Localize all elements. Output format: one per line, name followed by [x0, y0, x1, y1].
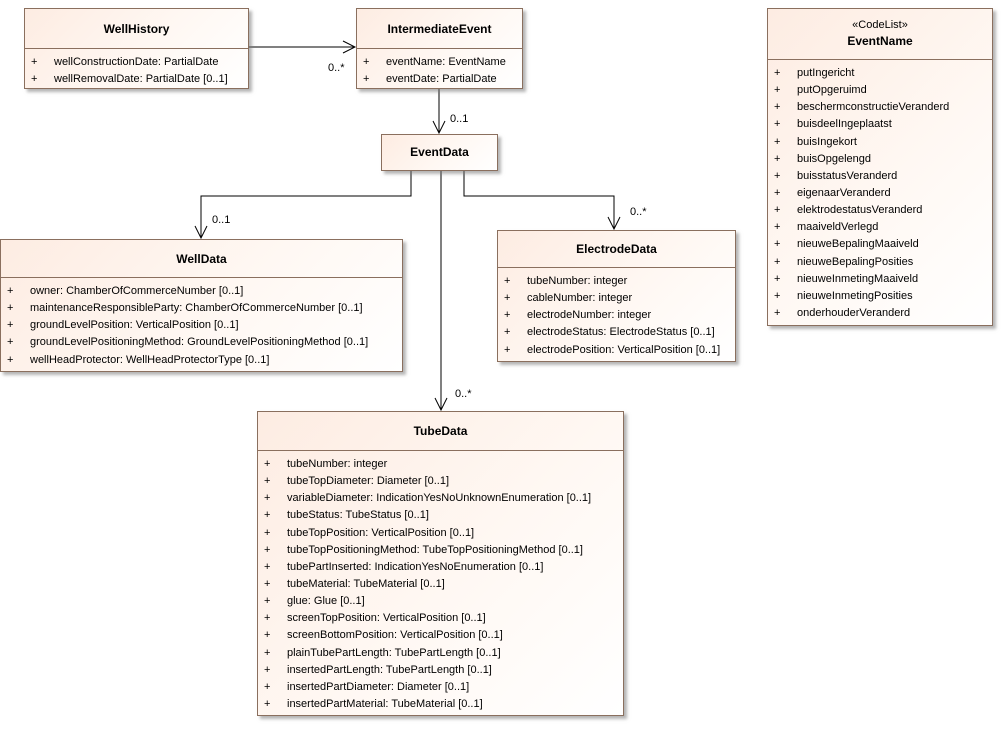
class-welldata[interactable]: WellData +owner: ChamberOfCommerceNumber…	[0, 239, 403, 372]
literal-row: +nieuweInmetingPosities	[774, 289, 913, 302]
class-name: TubeData	[258, 412, 623, 451]
multiplicity-eventdata-tubedata: 0..*	[455, 388, 472, 400]
literal-row: +putIngericht	[774, 67, 855, 79]
class-name: ElectrodeData	[498, 231, 735, 268]
attribute-row: +plainTubePartLength: TubePartLength [0.…	[264, 646, 501, 659]
class-intermediateevent[interactable]: IntermediateEvent +eventName: EventName …	[356, 8, 523, 89]
class-eventname[interactable]: «CodeList» EventName +putIngericht +putO…	[767, 8, 993, 326]
assoc-eventdata-electrodedata	[463, 170, 615, 229]
attribute-row: +groundLevelPosition: VerticalPosition […	[7, 319, 239, 332]
attribute-row: +variableDiameter: IndicationYesNoUnknow…	[264, 492, 592, 505]
class-name: WellData	[1, 240, 402, 278]
literal-row: +buisIngekort	[774, 135, 857, 148]
attribute-row: +electrodeStatus: ElectrodeStatus [0..1]	[504, 326, 715, 339]
literal-row: +nieuweBepalingPosities	[774, 255, 914, 268]
class-name: EventData	[410, 145, 469, 159]
attribute-row: +wellRemovalDate: PartialDate [0..1]	[31, 73, 228, 86]
attribute-row: +tubeTopDiameter: Diameter [0..1]	[264, 475, 450, 488]
literal-row: +buisstatusVeranderd	[774, 169, 898, 182]
arrowhead-eventdata-tubedata	[434, 397, 448, 412]
attribute-list: +putIngericht +putOpgeruimd +beschermcon…	[768, 60, 992, 326]
attribute-list: +owner: ChamberOfCommerceNumber [0..1] +…	[1, 278, 402, 373]
attribute-list: +tubeNumber: integer +cableNumber: integ…	[498, 268, 735, 363]
literal-row: +buisOpgelengd	[774, 152, 872, 165]
attribute-row: +insertedPartLength: TubePartLength [0..…	[264, 663, 492, 676]
attribute-row: +cableNumber: integer	[504, 292, 633, 305]
attribute-row: +screenTopPosition: VerticalPosition [0.…	[264, 612, 486, 625]
attribute-row: +insertedPartMaterial: TubeMaterial [0..…	[264, 697, 483, 710]
attribute-row: +screenBottomPosition: VerticalPosition …	[264, 629, 503, 642]
attribute-list: +wellConstructionDate: PartialDate +well…	[25, 49, 248, 92]
literal-row: +beschermconstructieVeranderd	[774, 101, 950, 114]
attribute-row: +tubeNumber: integer	[264, 458, 388, 470]
attribute-row: +maintenanceResponsibleParty: ChamberOfC…	[7, 302, 363, 315]
class-electrodedata[interactable]: ElectrodeData +tubeNumber: integer +cabl…	[497, 230, 736, 362]
literal-row: +onderhouderVeranderd	[774, 306, 911, 319]
attribute-row: +wellHeadProtector: WellHeadProtectorTyp…	[7, 353, 270, 366]
multiplicity-history-event: 0..*	[328, 62, 345, 74]
arrowhead-event-eventdata	[432, 120, 446, 135]
class-name: IntermediateEvent	[357, 9, 522, 49]
literal-row: +eigenaarVeranderd	[774, 186, 891, 199]
attribute-row: +owner: ChamberOfCommerceNumber [0..1]	[7, 285, 244, 297]
literal-row: +nieuweInmetingMaaiveld	[774, 272, 919, 285]
arrowhead-eventdata-electrodedata	[607, 216, 621, 231]
attribute-row: +tubeStatus: TubeStatus [0..1]	[264, 509, 429, 522]
attribute-row: +eventName: EventName	[363, 56, 506, 68]
attribute-row: +tubePartInserted: IndicationYesNoEnumer…	[264, 560, 544, 573]
literal-row: +nieuweBepalingMaaiveld	[774, 238, 919, 251]
attribute-row: +tubeTopPositioningMethod: TubeTopPositi…	[264, 543, 583, 556]
literal-row: +elektrodestatusVeranderd	[774, 204, 923, 217]
arrowhead-history-event	[342, 40, 357, 54]
multiplicity-event-eventdata: 0..1	[450, 113, 469, 125]
attribute-row: +tubeNumber: integer	[504, 275, 628, 287]
class-name: WellHistory	[25, 9, 248, 49]
attribute-row: +wellConstructionDate: PartialDate	[31, 56, 219, 68]
class-tubedata[interactable]: TubeData +tubeNumber: integer +tubeTopDi…	[257, 411, 624, 716]
attribute-row: +insertedPartDiameter: Diameter [0..1]	[264, 680, 470, 693]
class-wellhistory[interactable]: WellHistory +wellConstructionDate: Parti…	[24, 8, 249, 89]
class-eventdata[interactable]: EventData	[381, 134, 498, 171]
literal-row: +putOpgeruimd	[774, 84, 867, 97]
arrowhead-eventdata-welldata	[194, 225, 208, 240]
class-name: EventName	[847, 34, 913, 48]
attribute-row: +electrodePosition: VerticalPosition [0.…	[504, 343, 721, 356]
literal-row: +buisdeelIngeplaatst	[774, 118, 892, 131]
attribute-row: +tubeMaterial: TubeMaterial [0..1]	[264, 577, 445, 590]
attribute-list: +tubeNumber: integer +tubeTopDiameter: D…	[258, 451, 623, 717]
multiplicity-eventdata-electrodedata: 0..*	[630, 206, 647, 218]
attribute-row: +electrodeNumber: integer	[504, 309, 652, 322]
multiplicity-eventdata-welldata: 0..1	[212, 214, 231, 226]
class-header: «CodeList» EventName	[768, 9, 992, 60]
attribute-row: +eventDate: PartialDate	[363, 73, 497, 86]
attribute-row: +tubeTopPosition: VerticalPosition [0..1…	[264, 526, 475, 539]
assoc-eventdata-welldata	[200, 170, 412, 238]
attribute-row: +glue: Glue [0..1]	[264, 595, 365, 608]
attribute-row: +groundLevelPositioningMethod: GroundLev…	[7, 336, 369, 349]
attribute-list: +eventName: EventName +eventDate: Partia…	[357, 49, 522, 92]
literal-row: +maaiveldVerlegd	[774, 221, 879, 234]
stereotype-label: «CodeList»	[852, 19, 908, 31]
